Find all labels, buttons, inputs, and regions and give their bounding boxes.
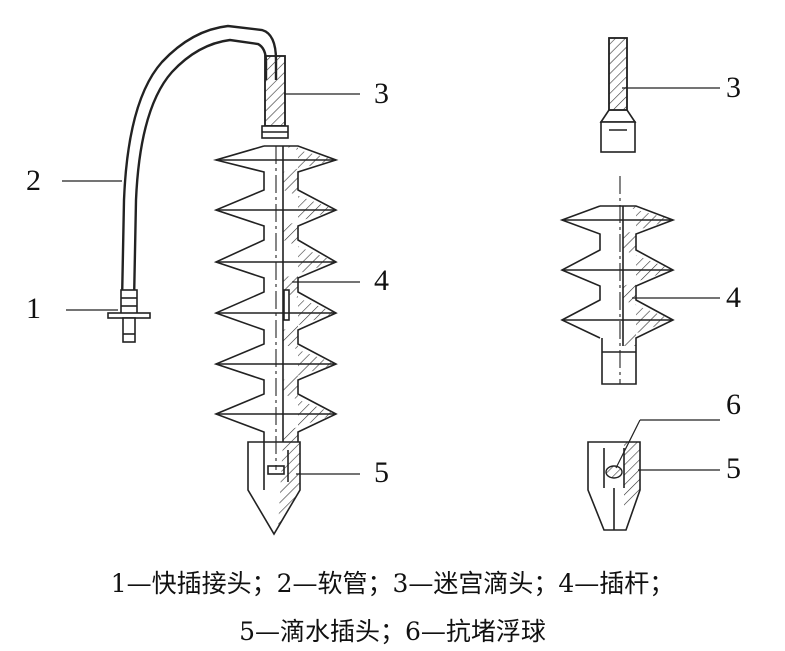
quick-connector [107,289,151,343]
callout-labels: 1 2 3 4 5 3 4 6 5 [26,71,741,489]
callout-3-detail: 3 [726,71,741,104]
labyrinth-dripper-detail [599,37,637,153]
caption-line-1: 1—快插接头；2—软管；3—迷宫滴头；4—插杆； [110,569,675,598]
right-leader-lines [615,87,720,471]
callout-5: 5 [374,456,389,489]
anti-clog-float-ball [605,465,623,479]
drip-plug-detail [587,441,641,531]
callout-4: 4 [374,264,389,297]
left-leader-lines [62,93,360,475]
callout-1: 1 [26,292,41,325]
labyrinth-dripper [261,55,289,139]
right-exploded-view [559,37,676,531]
callout-6-detail: 6 [726,388,741,421]
hose [120,24,278,303]
callout-5-detail: 5 [726,452,741,485]
insertion-rod-detail [559,176,676,385]
caption-line-2: 5—滴水插头；6—抗堵浮球 [239,617,546,646]
callout-3: 3 [374,77,389,110]
callout-4-detail: 4 [726,281,741,314]
drip-plug [247,441,301,536]
drip-emitter-diagram: 1 2 3 4 5 3 4 6 5 [26,24,741,536]
insertion-rod [212,145,339,470]
callout-2: 2 [26,164,41,197]
left-assembly [107,24,339,536]
